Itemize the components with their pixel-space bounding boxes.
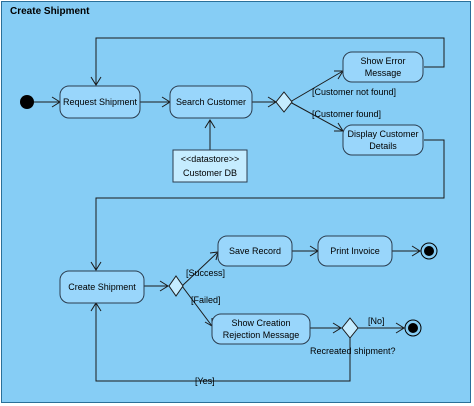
edge-decision-to-error	[289, 70, 344, 103]
arrowhead	[332, 322, 342, 334]
diagram-title: Create Shipment	[10, 6, 90, 17]
arrowhead	[90, 76, 102, 86]
guard-yes: [Yes]	[195, 376, 215, 386]
action-create-shipment: Create Shipment	[59, 270, 145, 304]
guard-failed: [Failed]	[191, 295, 221, 305]
show-error-line2: Message	[365, 68, 402, 78]
display-customer-line1: Display Customer	[347, 129, 418, 139]
arrowhead	[159, 280, 169, 292]
action-request-shipment: Request Shipment	[59, 85, 141, 119]
action-search-customer: Search Customer	[169, 85, 253, 119]
guard-no: [No]	[368, 316, 385, 326]
datastore-customer-db: <<datastore>> Customer DB	[172, 149, 248, 183]
action-show-creation-rejection: Show Creation Rejection Message	[211, 313, 311, 345]
edge-decision2-to-rejection	[181, 285, 213, 327]
guard-customer-not-found: [Customer not found]	[312, 87, 396, 97]
edge-display-to-create	[95, 139, 445, 270]
arrowhead	[204, 119, 216, 129]
create-shipment-label: Create Shipment	[68, 282, 136, 292]
customer-db-label: Customer DB	[183, 168, 237, 178]
request-shipment-label: Request Shipment	[63, 97, 138, 107]
edge-yes-loop-to-create	[95, 303, 351, 382]
arrowhead	[395, 322, 405, 334]
search-customer-label: Search Customer	[176, 97, 246, 107]
action-save-record: Save Record	[217, 235, 293, 267]
decision-success	[168, 275, 184, 297]
action-print-invoice: Print Invoice	[317, 235, 393, 267]
guard-success: [Success]	[186, 268, 225, 278]
edge-decision-to-display	[289, 101, 344, 132]
rejection-line1: Show Creation	[231, 318, 290, 328]
arrowhead	[411, 245, 421, 257]
edges	[33, 37, 445, 382]
arrowhead	[90, 261, 102, 271]
display-customer-line2: Details	[369, 141, 397, 151]
decision-question: Recreated shipment?	[310, 346, 396, 356]
action-show-error-message: Show Error Message	[342, 51, 424, 83]
rejection-line2: Rejection Message	[223, 330, 300, 340]
edge-error-loop-to-request	[95, 37, 445, 85]
guard-customer-found: [Customer found]	[312, 109, 381, 119]
save-record-label: Save Record	[229, 246, 281, 256]
decision-recreate	[341, 317, 359, 339]
final-node-2	[404, 319, 422, 337]
decision-customer-found	[275, 91, 293, 113]
final-node-1	[420, 242, 438, 260]
datastore-stereotype: <<datastore>>	[181, 154, 240, 164]
action-display-customer-details: Display Customer Details	[342, 124, 424, 156]
show-error-line1: Show Error	[360, 56, 405, 66]
edge-decision2-to-save	[181, 251, 219, 287]
print-invoice-label: Print Invoice	[330, 246, 380, 256]
initial-node	[20, 95, 34, 109]
